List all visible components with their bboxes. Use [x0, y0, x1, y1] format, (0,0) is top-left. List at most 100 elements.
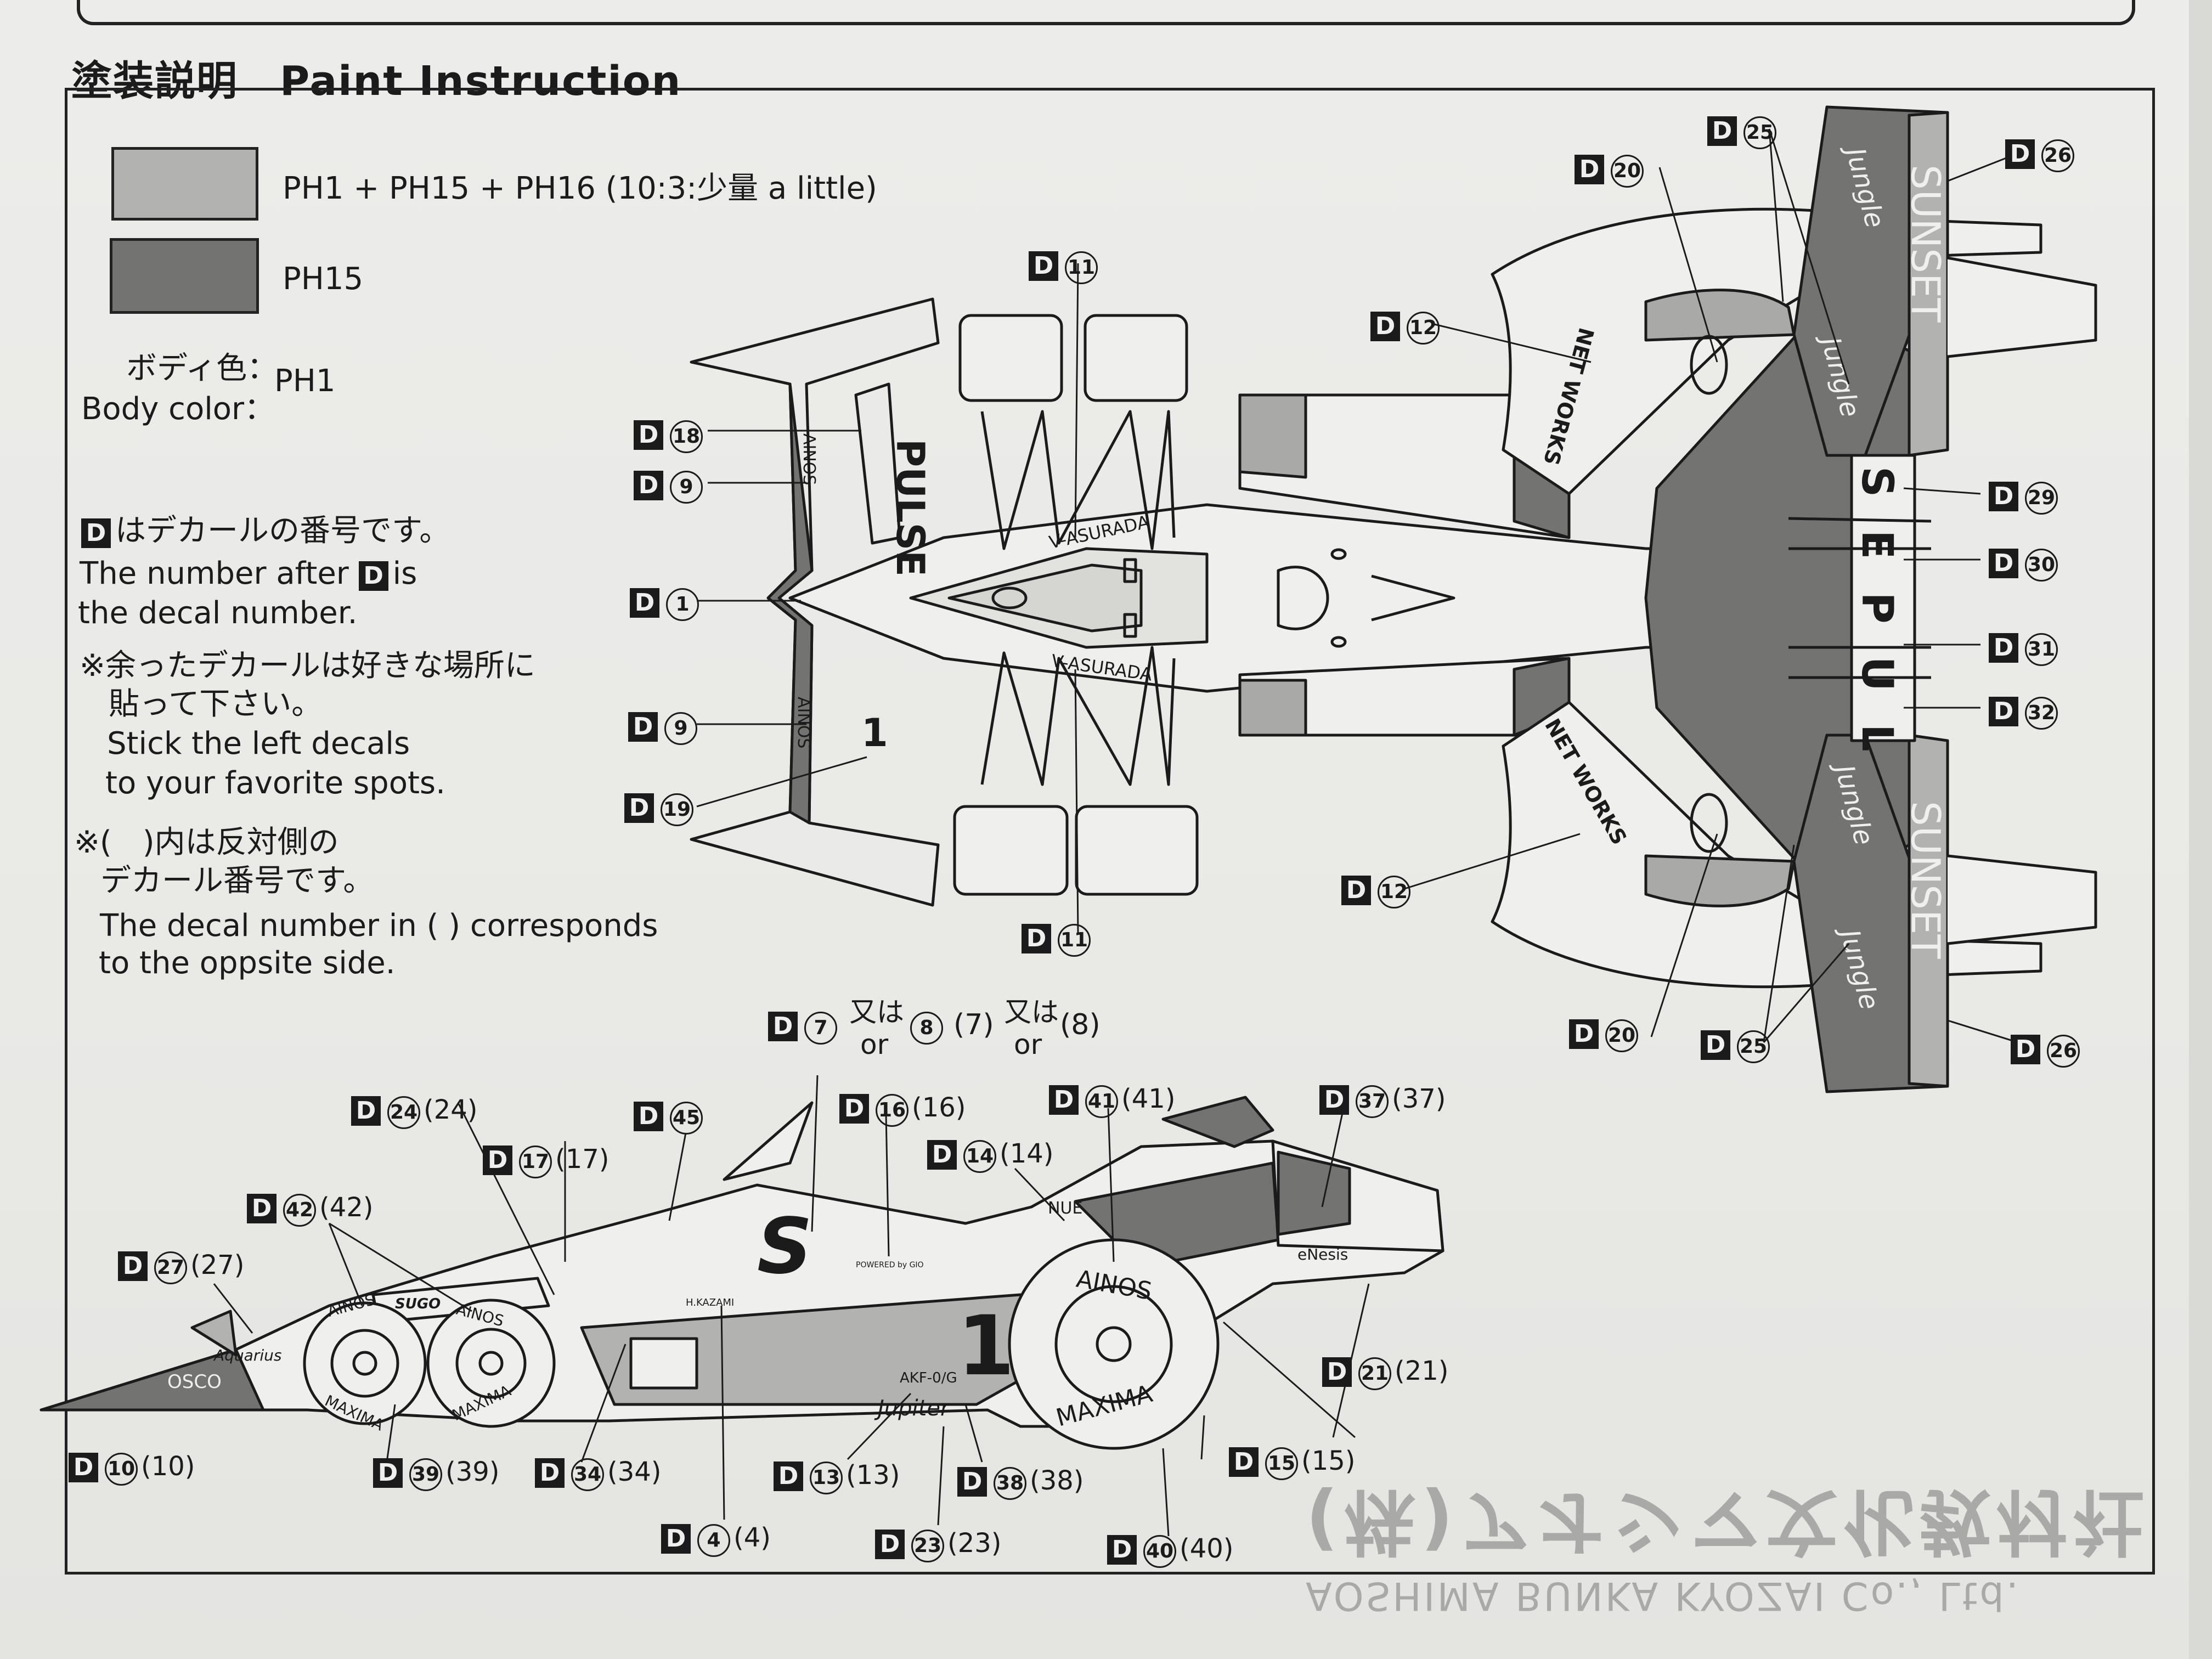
- decal-number: 42: [283, 1194, 316, 1227]
- badge: D: [628, 712, 658, 742]
- front-wheel-left-top: [958, 314, 1063, 402]
- company-en: AOSHIMA BUNKA KYOZAI Co., Ltd.: [1306, 1573, 2021, 1618]
- badge: D: [1322, 1357, 1352, 1387]
- or-label-2-en: or: [1014, 1029, 1042, 1060]
- callout-alt-8: 8: [908, 1008, 943, 1045]
- body-color-jp: ボディ色：: [126, 351, 278, 386]
- decal-number: 25: [1737, 1030, 1770, 1063]
- top-frame-border: [77, 0, 2135, 25]
- decal-number: 11: [1058, 924, 1091, 957]
- alt-number: (14): [1000, 1138, 1054, 1169]
- badge: D: [247, 1194, 276, 1223]
- alt-number: (23): [947, 1528, 1002, 1559]
- decal-number: 13: [810, 1462, 843, 1494]
- decal-number: 24: [387, 1096, 420, 1129]
- badge: D: [1370, 312, 1400, 341]
- number-one-side: 1: [957, 1299, 1014, 1394]
- decal-number: 41: [1085, 1085, 1118, 1118]
- badge: D: [351, 1096, 381, 1126]
- callout-alt-7-paren: (7): [953, 1008, 994, 1041]
- badge: D: [483, 1146, 512, 1175]
- note-decal-en-1b-text: is: [392, 556, 417, 591]
- decal-number: 23: [911, 1530, 944, 1562]
- decal-number: 16: [876, 1094, 909, 1127]
- badge: D: [774, 1462, 803, 1491]
- ainos-text-top: AINOS: [799, 433, 819, 485]
- section-title: 塗装説明 Paint Instruction: [71, 58, 682, 105]
- badge: D: [630, 588, 659, 618]
- decal-number: 37: [1356, 1085, 1389, 1118]
- alt-number: (16): [912, 1092, 966, 1123]
- alt-number: (39): [445, 1457, 500, 1487]
- badge: D: [1029, 251, 1058, 281]
- badge: D: [634, 420, 663, 450]
- decal-badge: D: [81, 518, 111, 548]
- decal-number: 17: [519, 1146, 552, 1178]
- alt-number: (41): [1121, 1084, 1176, 1114]
- enesis-text: eNesis: [1297, 1245, 1348, 1263]
- note-decal-en-2: the decal number.: [78, 595, 358, 631]
- badge: D: [2011, 1035, 2040, 1064]
- decal-number: 29: [2025, 482, 2058, 515]
- alt-number: (38): [1030, 1465, 1084, 1496]
- decal-number: 1: [666, 588, 699, 621]
- note-left-en-2: to your favorite spots.: [105, 765, 445, 801]
- badge: D: [1341, 876, 1371, 905]
- sepul-text: SEPUL: [1852, 466, 1901, 785]
- badge: D: [1107, 1535, 1137, 1565]
- alt-number: (40): [1180, 1533, 1234, 1564]
- decal-number: 9: [670, 471, 703, 504]
- osco-text: OSCO: [167, 1371, 222, 1393]
- side-wheel-front-inner: [303, 1301, 427, 1425]
- badge: D: [118, 1251, 148, 1281]
- badge: D: [624, 793, 654, 823]
- note-decal-jp-text: はデカールの番号です。: [115, 513, 450, 549]
- decal-number: 21: [1358, 1357, 1391, 1390]
- badge: D: [1707, 116, 1737, 146]
- badge: D: [535, 1458, 565, 1488]
- decal-badge: D: [358, 561, 388, 591]
- legend-row-2: PH15: [283, 261, 364, 297]
- decal-number: 32: [2025, 697, 2058, 730]
- badge: D: [69, 1453, 98, 1482]
- company-jp: (株)アオシマ文化教材社: [1306, 1480, 2150, 1563]
- alt-number: (42): [319, 1192, 374, 1223]
- decal-number: 25: [1743, 116, 1776, 149]
- decal-number: 12: [1378, 876, 1410, 909]
- badge: D: [1229, 1447, 1259, 1477]
- decal-number: 27: [154, 1251, 187, 1284]
- ainos-text-bottom: AINOS: [794, 697, 813, 748]
- badge: D: [1701, 1030, 1730, 1060]
- decal-number: 39: [409, 1458, 442, 1491]
- color-swatch-light: [111, 147, 258, 221]
- kazami-text: H.KAZAMI: [686, 1297, 734, 1308]
- decal-number: 19: [661, 793, 693, 826]
- jupiter-text: Jupiter: [874, 1396, 951, 1421]
- number-one-top: 1: [861, 710, 888, 755]
